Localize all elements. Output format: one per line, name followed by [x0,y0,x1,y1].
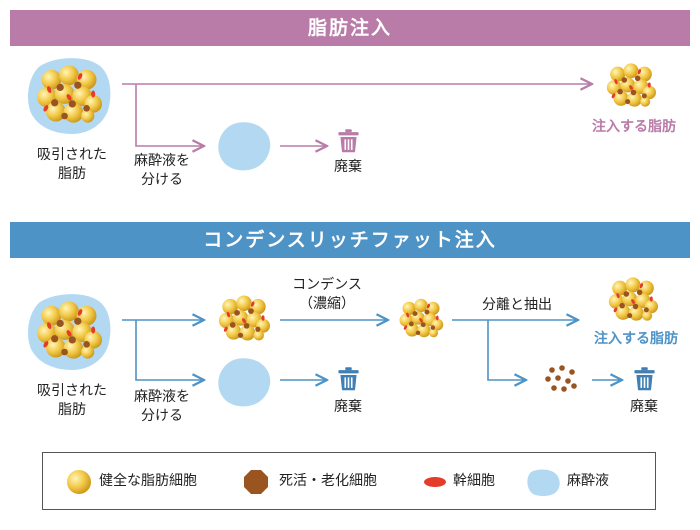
discard-label: 廃棄 [334,399,362,415]
inject-fat-label: 注入する脂肪 [592,119,676,135]
discard-label: 廃棄 [630,399,658,415]
anesthetic-blob-icon [527,469,560,497]
condense-label-line2: （濃縮） [299,296,355,312]
condense-label: コンデンス （濃縮） [272,276,382,314]
fat-cluster-icon [608,277,658,321]
anesthetic-blob-icon [218,358,271,407]
harvested-fat-label-line1: 吸引された [37,383,107,399]
section-title-fat-injection: 脂肪注入 [10,10,690,46]
fat-cluster-icon [218,295,270,341]
flow-arrows-section1 [122,84,592,146]
inject-fat-label: 注入する脂肪 [594,331,678,347]
healthy-fat-cell-icon [67,470,91,494]
legend-symbols [67,469,560,497]
dead-cell-icon [545,365,577,392]
harvested-fat-label-line1: 吸引された [37,147,107,163]
harvested-fat-icon [28,58,111,134]
harvested-fat-label-line2: 脂肪 [58,402,86,418]
anesthetic-blob-icon [218,122,271,171]
condensed-fat-icon [399,298,444,338]
section-title-crf-injection: コンデンスリッチファット注入 [10,222,690,258]
legend: 健全な脂肪細胞 死活・老化細胞 幹細胞 麻酔液 [42,452,656,510]
separate-label-line2: 分ける [141,408,183,424]
harvested-fat-label: 吸引された 脂肪 [20,382,124,420]
flow-arrows-section2 [122,320,622,380]
legend-anesthetic-label: 麻酔液 [567,473,609,489]
trash-can-icon [338,367,359,391]
harvested-fat-icon [28,294,111,370]
harvested-fat-label: 吸引された 脂肪 [20,146,124,184]
legend-dead-cell-label: 死活・老化細胞 [279,473,377,489]
dead-cell-icon [244,470,268,494]
discard-label: 廃棄 [334,159,362,175]
separate-label-line1: 麻酔液を [134,153,190,169]
separation-extraction-label: 分離と抽出 [482,297,552,313]
separate-label-line1: 麻酔液を [134,389,190,405]
condense-label-line1: コンデンス [292,277,362,293]
separate-anesthetic-label: 麻酔液を 分ける [122,388,202,426]
separate-anesthetic-label: 麻酔液を 分ける [122,152,202,190]
stem-cell-icon [424,477,446,487]
legend-healthy-fat-label: 健全な脂肪細胞 [99,473,197,489]
fat-cluster-icon [606,63,656,107]
trash-can-icon [338,129,359,153]
trash-can-icon [634,367,655,391]
separate-label-line2: 分ける [141,172,183,188]
legend-stem-cell-label: 幹細胞 [453,473,495,489]
harvested-fat-label-line2: 脂肪 [58,166,86,182]
